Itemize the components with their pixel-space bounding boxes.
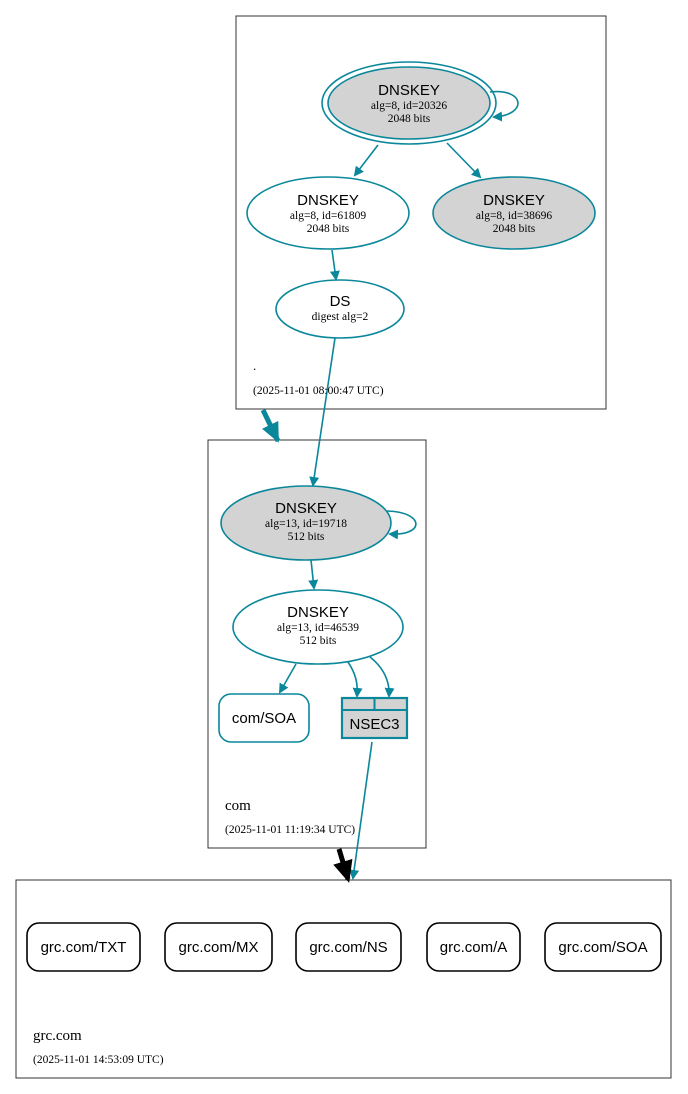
node-root-zsk-line2: 2048 bits	[307, 223, 350, 235]
edge-nsec3-to-grc	[349, 741, 373, 880]
node-root-key3: DNSKEY alg=8, id=38696 2048 bits	[432, 176, 596, 250]
node-root-key3-title: DNSKEY	[483, 192, 545, 209]
edge-root-ksk-selfsign	[489, 90, 519, 122]
node-root-zsk: DNSKEY alg=8, id=61809 2048 bits	[246, 176, 410, 250]
edge-root-ksk-to-key3	[446, 142, 482, 179]
record-grc-soa: grc.com/SOA	[544, 922, 662, 972]
zone-grc-box	[15, 879, 672, 1079]
record-grc-txt: grc.com/TXT	[26, 922, 141, 972]
node-root-ksk: DNSKEY alg=8, id=20326 2048 bits	[321, 61, 497, 145]
edge-com-zsk-to-nsec3-a	[347, 661, 363, 698]
record-grc-ns-label: grc.com/NS	[309, 939, 387, 956]
record-grc-a: grc.com/A	[426, 922, 521, 972]
zone-grc-name: grc.com	[33, 1028, 82, 1044]
edge-root-zsk-to-ds	[329, 249, 340, 281]
edge-ds-to-com-ksk	[309, 337, 336, 487]
node-com-nsec3: NSEC3	[340, 696, 409, 740]
node-root-ds: DS digest alg=2	[275, 279, 405, 339]
node-root-ksk-line2: 2048 bits	[388, 113, 431, 125]
node-root-zsk-line1: alg=8, id=61809	[290, 210, 366, 222]
node-com-ksk: DNSKEY alg=13, id=19718 512 bits	[220, 485, 392, 561]
node-com-zsk-line1: alg=13, id=46539	[277, 622, 359, 634]
zone-root-name: .	[253, 358, 256, 373]
node-com-zsk: DNSKEY alg=13, id=46539 512 bits	[232, 589, 404, 665]
record-grc-mx: grc.com/MX	[164, 922, 273, 972]
edge-delegation-root-to-com	[260, 408, 281, 443]
record-grc-soa-label: grc.com/SOA	[558, 939, 647, 956]
node-com-ksk-line1: alg=13, id=19718	[265, 518, 347, 530]
zone-root-box	[235, 15, 607, 410]
node-root-ksk-title: DNSKEY	[378, 82, 440, 99]
node-com-zsk-line2: 512 bits	[300, 635, 337, 647]
record-grc-ns: grc.com/NS	[295, 922, 402, 972]
record-grc-mx-label: grc.com/MX	[178, 939, 258, 956]
record-grc-a-label: grc.com/A	[440, 939, 508, 956]
zone-grc-timestamp: (2025-11-01 14:53:09 UTC)	[33, 1054, 164, 1066]
node-com-ksk-title: DNSKEY	[275, 500, 337, 517]
node-root-key3-line2: 2048 bits	[493, 223, 536, 235]
zone-com-timestamp: (2025-11-01 11:19:34 UTC)	[225, 824, 355, 836]
record-grc-txt-label: grc.com/TXT	[41, 939, 127, 956]
node-com-nsec3-label: NSEC3	[349, 716, 399, 733]
node-root-ksk-line1: alg=8, id=20326	[371, 100, 447, 112]
node-root-zsk-title: DNSKEY	[297, 192, 359, 209]
edge-com-ksk-to-zsk	[308, 559, 319, 590]
node-root-key3-line1: alg=8, id=38696	[476, 210, 552, 222]
edge-delegation-com-to-grc	[333, 848, 353, 883]
zone-com-box	[207, 439, 427, 849]
edge-com-zsk-to-soa	[279, 663, 297, 694]
edge-com-ksk-selfsign	[386, 510, 417, 540]
edge-root-ksk-to-zsk	[353, 144, 379, 177]
node-root-ds-title: DS	[330, 293, 351, 310]
node-com-soa: com/SOA	[218, 693, 310, 743]
edge-com-zsk-to-nsec3-b	[369, 656, 395, 698]
zone-com-name: com	[225, 798, 251, 814]
node-root-ds-line1: digest alg=2	[312, 311, 369, 323]
zone-root-timestamp: (2025-11-01 08:00:47 UTC)	[253, 385, 384, 397]
node-com-ksk-line2: 512 bits	[288, 531, 325, 543]
node-com-zsk-title: DNSKEY	[287, 604, 349, 621]
node-com-soa-label: com/SOA	[232, 710, 296, 727]
